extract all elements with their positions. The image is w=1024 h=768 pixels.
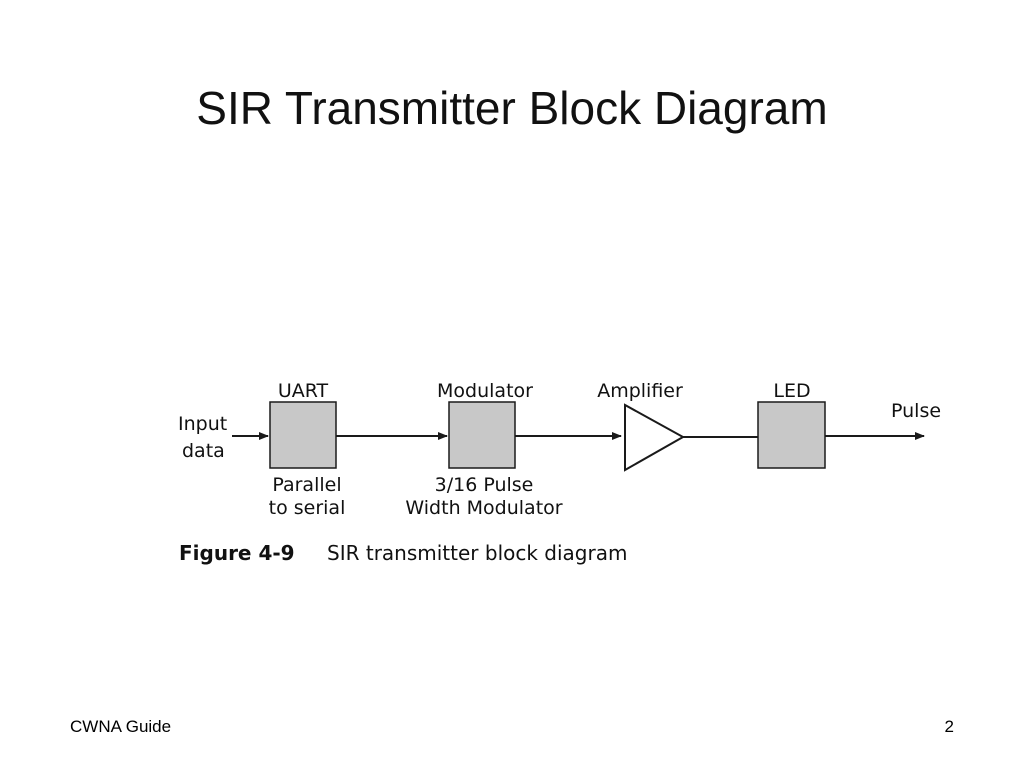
footer-text: CWNA Guide (70, 717, 172, 736)
amplifier-symbol (624, 403, 686, 472)
uart-sublabel-line2: to serial (269, 497, 346, 519)
modulator-sublabel-line2: Width Modulator (405, 497, 562, 519)
amplifier-label: Amplifier (597, 380, 683, 402)
output-label: Pulse (891, 400, 941, 422)
page-number: 2 (944, 717, 954, 736)
modulator-sublabel-line1: 3/16 Pulse (435, 474, 534, 496)
figure-number: Figure 4-9 (179, 541, 295, 565)
led-block (757, 401, 826, 469)
input-label-line2: data (182, 440, 225, 462)
modulator-label: Modulator (437, 380, 533, 402)
uart-label: UART (278, 380, 329, 402)
led-label: LED (773, 380, 810, 402)
figure-caption: SIR transmitter block diagram (327, 541, 627, 565)
slide-title: SIR Transmitter Block Diagram (196, 82, 828, 134)
input-label-line1: Input (178, 413, 227, 435)
uart-sublabel-line1: Parallel (272, 474, 341, 496)
uart-block (269, 401, 337, 469)
modulator-block (448, 401, 516, 469)
